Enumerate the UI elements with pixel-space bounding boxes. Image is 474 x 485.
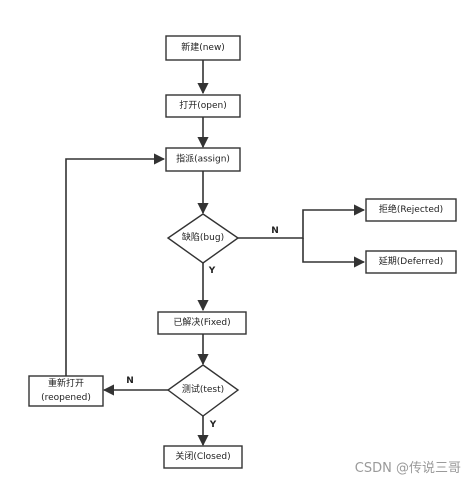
edge-bug-to-deferred [302,238,366,268]
node-test-label: 测试(test) [182,383,224,395]
edge-labels: N Y N Y [126,226,279,430]
node-closed-label: 关闭(Closed) [175,450,230,462]
node-assign-label: 指派(assign) [176,153,230,165]
node-closed-box [163,445,243,469]
node-rejected-box [365,198,457,222]
node-open-label: 打开(open) [179,99,226,111]
edge-label-test-no: N [126,376,134,386]
edge-label-bug-no: N [271,226,279,236]
node-open-box [165,94,241,118]
node-reopened-label-line1: 重新打开 [48,377,84,389]
node-rejected-label: 拒绝(Rejected) [379,203,443,215]
edge-label-test-yes: Y [209,420,217,430]
node-reopened-label-line2: (reopened) [41,393,91,403]
node-reopened-box [28,375,104,407]
node-deferred-label: 延期(Deferred) [379,255,444,267]
watermark-text: CSDN @传说三哥 [355,461,461,476]
node-assign-box [165,147,241,172]
node-fixed-label: 已解决(Fixed) [173,316,230,328]
node-new-label: 新建(new) [181,41,225,53]
node-deferred-box [365,250,457,274]
node-test-diamond [166,364,240,417]
node-bug-label: 缺陷(bug) [182,231,224,243]
node-bug-diamond [166,213,240,264]
edge-bug-to-rejected [238,204,366,239]
node-new-box [165,35,241,61]
nodes [28,35,457,469]
edge-label-bug-yes: Y [208,266,216,276]
node-fixed-box [157,311,247,335]
node-labels: 新建(new) 打开(open) 指派(assign) 缺陷(bug) 拒绝(R… [41,41,443,462]
edge-reopened-to-assign [65,153,166,376]
edges [65,60,366,447]
